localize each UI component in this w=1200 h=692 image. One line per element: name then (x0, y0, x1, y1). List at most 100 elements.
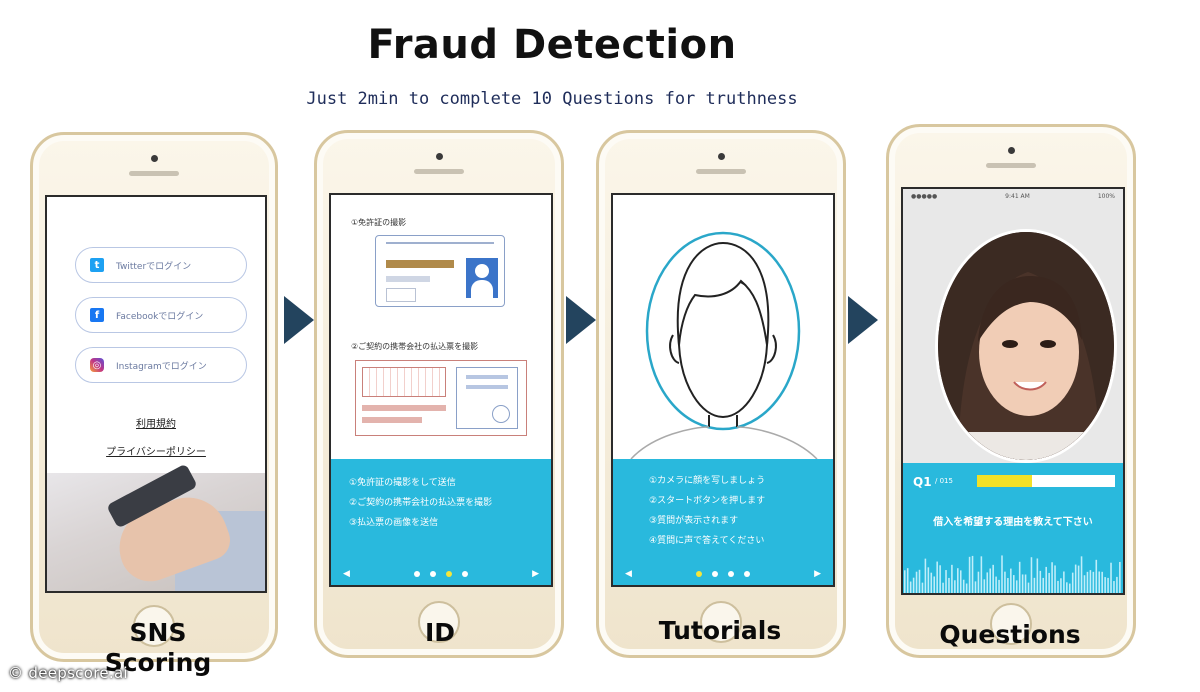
waveform-bar (1098, 571, 1101, 593)
waveform-bar (1033, 577, 1036, 593)
waveform-bar (1101, 571, 1103, 593)
phone-screen: t Twitterでログイン f Facebookでログイン ◎ Instagr… (45, 195, 267, 593)
facebook-icon: f (90, 308, 104, 322)
page-dot[interactable] (430, 571, 436, 577)
page-dot[interactable] (462, 571, 468, 577)
flow-arrow-1 (284, 296, 314, 344)
waveform-bar (903, 570, 906, 593)
facebook-login-label: Facebookでログイン (116, 311, 204, 322)
waveform-bar (942, 582, 944, 593)
waveform-bar (1036, 558, 1039, 593)
waveform-bar (948, 577, 950, 593)
waveform-bar (1045, 566, 1047, 593)
status-time: 9:41 AM (1005, 193, 1030, 200)
waveform-bar (1116, 576, 1118, 593)
signal-icon: ●●●●● (911, 193, 938, 200)
waveform-bar (998, 579, 1000, 593)
home-button (990, 603, 1032, 645)
page-dot-active[interactable] (446, 571, 452, 577)
instruction-line: ④質問に声で答えてください (649, 536, 765, 546)
waveform-bar (959, 570, 962, 593)
waveform-bar (1057, 580, 1059, 593)
pagination-dots (613, 571, 833, 577)
label-tutorials: Tutorials (658, 616, 782, 645)
waveform-bar (992, 564, 994, 593)
page-dot[interactable] (414, 571, 420, 577)
instruction-line: ②スタートボタンを押します (649, 496, 766, 506)
waveform-bar (1021, 574, 1024, 593)
waveform-bar (951, 564, 953, 593)
label-id: ID (424, 618, 456, 647)
page-title: Fraud Detection (367, 22, 737, 68)
instructions-panel: ①免許証の撮影をして送信 ②ご契約の携帯会社の払込票を撮影 ③払込票の画像を送信… (331, 459, 551, 585)
waveform-bar (1010, 568, 1012, 593)
waveform-bar (915, 571, 918, 593)
page-dot[interactable] (712, 571, 718, 577)
hand-holding-phone-photo (47, 463, 265, 591)
waveform-bar (1083, 575, 1086, 593)
waveform-bar (1027, 582, 1030, 593)
waveform-bar (1104, 577, 1106, 593)
instructions-panel: ①カメラに顔を写しましょう ②スタートボタンを押します ③質問が表示されます ④… (613, 459, 833, 585)
waveform-bar (1013, 575, 1015, 593)
waveform-bar (1054, 565, 1056, 593)
woman-face-photo (938, 232, 1114, 460)
waveform-bar (1110, 562, 1112, 593)
next-arrow-icon[interactable]: ▶ (532, 569, 539, 579)
phone-sns-scoring: t Twitterでログイン f Facebookでログイン ◎ Instagr… (30, 132, 278, 662)
instagram-icon: ◎ (90, 358, 104, 372)
home-button (133, 605, 175, 647)
deepscore-watermark: © deepscore.ai (8, 664, 128, 682)
battery-level: 100% (1097, 193, 1115, 200)
waveform-bar (933, 576, 936, 593)
waveform-bar (909, 581, 912, 593)
next-arrow-icon[interactable]: ▶ (814, 569, 821, 579)
privacy-policy-link[interactable]: プライバシーポリシー (106, 447, 206, 458)
waveform-bar (974, 581, 977, 593)
facebook-login-button[interactable]: f Facebookでログイン (75, 297, 247, 333)
front-camera (151, 155, 158, 162)
label-line: Scoring (104, 648, 212, 677)
waveform-bar (1119, 562, 1121, 593)
instagram-login-button[interactable]: ◎ Instagramでログイン (75, 347, 247, 383)
instruction-line: ②ご契約の携帯会社の払込票を撮影 (349, 498, 493, 508)
step2-label: ②ご契約の携帯会社の払込票を撮影 (351, 342, 479, 351)
waveform-bar (1113, 581, 1115, 593)
waveform-bar (939, 565, 941, 593)
page-dot-active[interactable] (696, 571, 702, 577)
twitter-login-button[interactable]: t Twitterでログイン (75, 247, 247, 283)
question-number: Q1 (913, 475, 932, 489)
face-outline-illustration (630, 231, 818, 459)
flow-arrow-2 (566, 296, 596, 344)
terms-link[interactable]: 利用規約 (136, 419, 176, 430)
voice-waveform (903, 555, 1121, 593)
status-bar: ●●●●● 9:41 AM 100% (903, 193, 1123, 200)
waveform-bar (924, 558, 927, 593)
drivers-license-image (375, 235, 505, 307)
label-sns-scoring: SNS Scoring (98, 618, 218, 678)
question-progress-bar (977, 475, 1115, 487)
instruction-line: ③払込票の画像を送信 (349, 518, 439, 528)
question-total: / 015 (935, 477, 953, 485)
flow-arrow-3 (848, 296, 878, 344)
waveform-bar (986, 572, 989, 593)
waveform-bar (1060, 578, 1062, 593)
front-camera (1008, 147, 1015, 154)
waveform-bar (930, 572, 933, 593)
page-subtitle: Just 2min to complete 10 Questions for t… (306, 89, 798, 109)
waveform-bar (1030, 557, 1033, 593)
speaker-grille (129, 171, 179, 176)
page-dot[interactable] (744, 571, 750, 577)
prev-arrow-icon[interactable]: ◀ (625, 569, 632, 579)
waveform-bar (936, 561, 938, 593)
waveform-bar (965, 583, 968, 593)
home-button (700, 601, 742, 643)
phone-screen: ①免許証の撮影 ②ご契約の携帯会社の払込票を撮影 ①免許証の撮影をして送信 ②ご… (329, 193, 553, 587)
prev-arrow-icon[interactable]: ◀ (343, 569, 350, 579)
waveform-bar (1089, 570, 1092, 593)
waveform-bar (983, 579, 986, 593)
phone-questions: ●●●●● 9:41 AM 100% Q1 / 015 借入を希望する理由を教え… (886, 124, 1136, 658)
waveform-bar (989, 568, 991, 593)
front-camera (718, 153, 725, 160)
page-dot[interactable] (728, 571, 734, 577)
